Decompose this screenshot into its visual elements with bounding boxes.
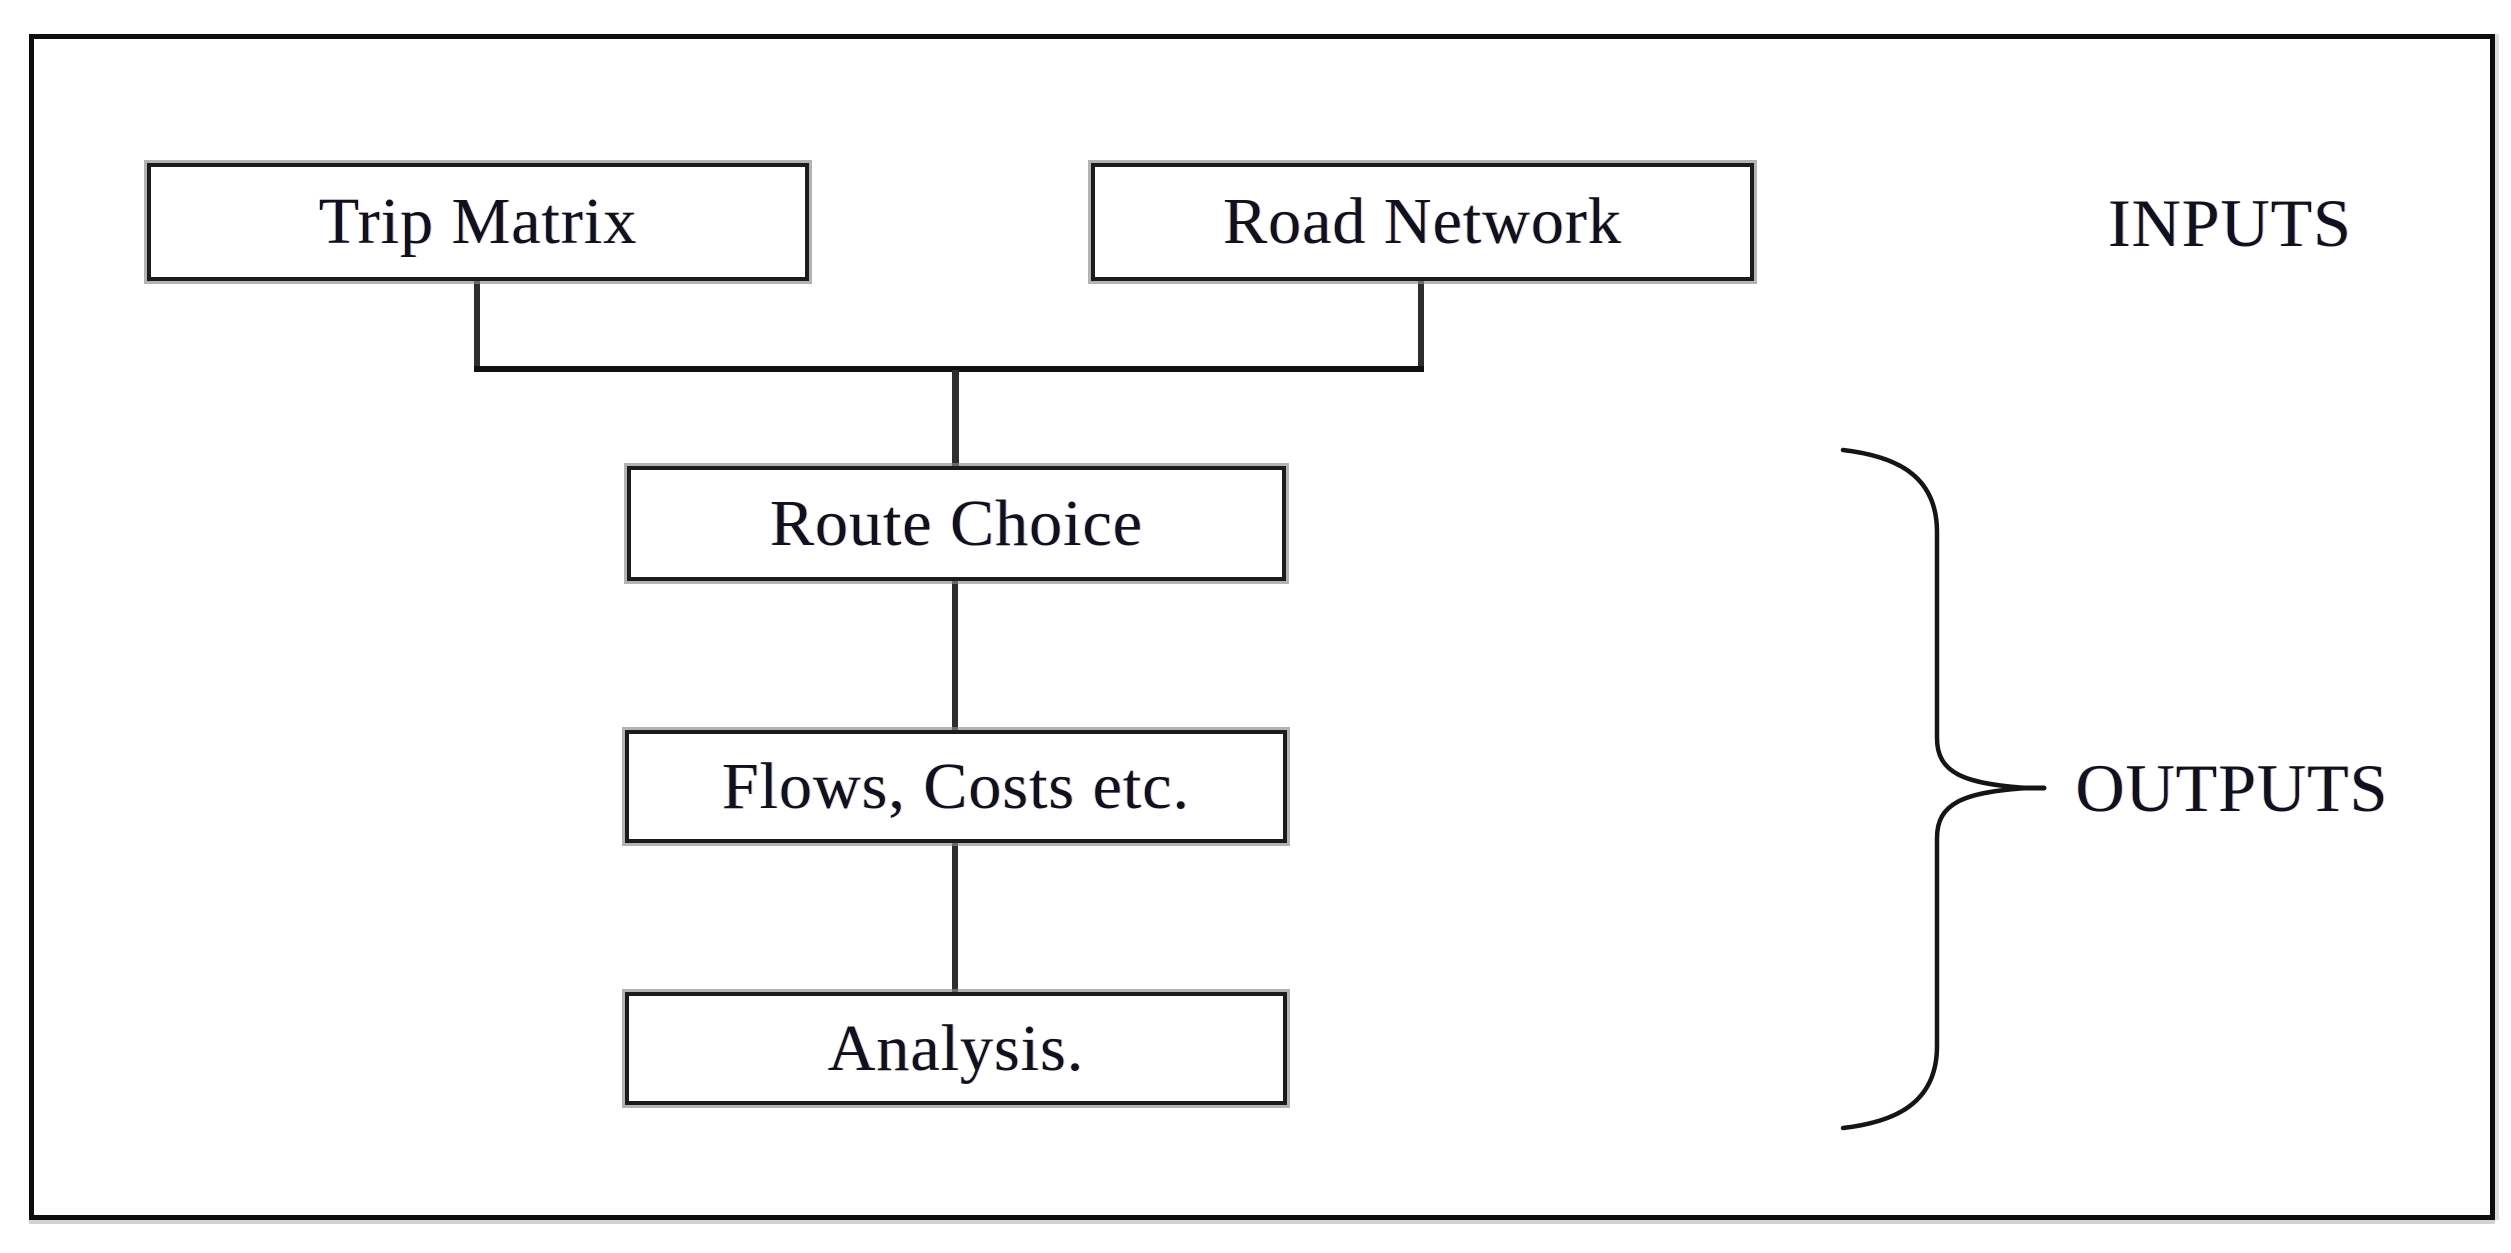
box-road-network: Road Network [1091,163,1754,281]
connector-join-to-route-choice [952,370,959,466]
box-trip-matrix-label: Trip Matrix [318,185,638,258]
connector-inputs-join [474,366,1424,372]
connector-trip-matrix-down [474,281,480,372]
outputs-label: OUTPUTS [2075,749,2389,826]
connector-route-choice-to-flows [952,579,958,731]
box-road-network-label: Road Network [1223,185,1622,258]
box-route-choice: Route Choice [627,466,1286,581]
outputs-annotation: OUTPUTS [2062,750,2402,826]
outputs-brace-icon [1840,447,2047,1131]
connector-road-network-down [1418,281,1424,372]
box-analysis: Analysis. [625,992,1287,1105]
inputs-label: INPUTS [2107,184,2353,261]
box-route-choice-label: Route Choice [769,486,1144,560]
inputs-annotation: INPUTS [2095,184,2365,261]
connector-flows-to-analysis [952,841,958,993]
box-flows-costs: Flows, Costs etc. [625,730,1287,843]
box-flows-costs-label: Flows, Costs etc. [721,749,1191,823]
box-trip-matrix: Trip Matrix [147,163,809,281]
box-analysis-label: Analysis. [827,1011,1085,1085]
